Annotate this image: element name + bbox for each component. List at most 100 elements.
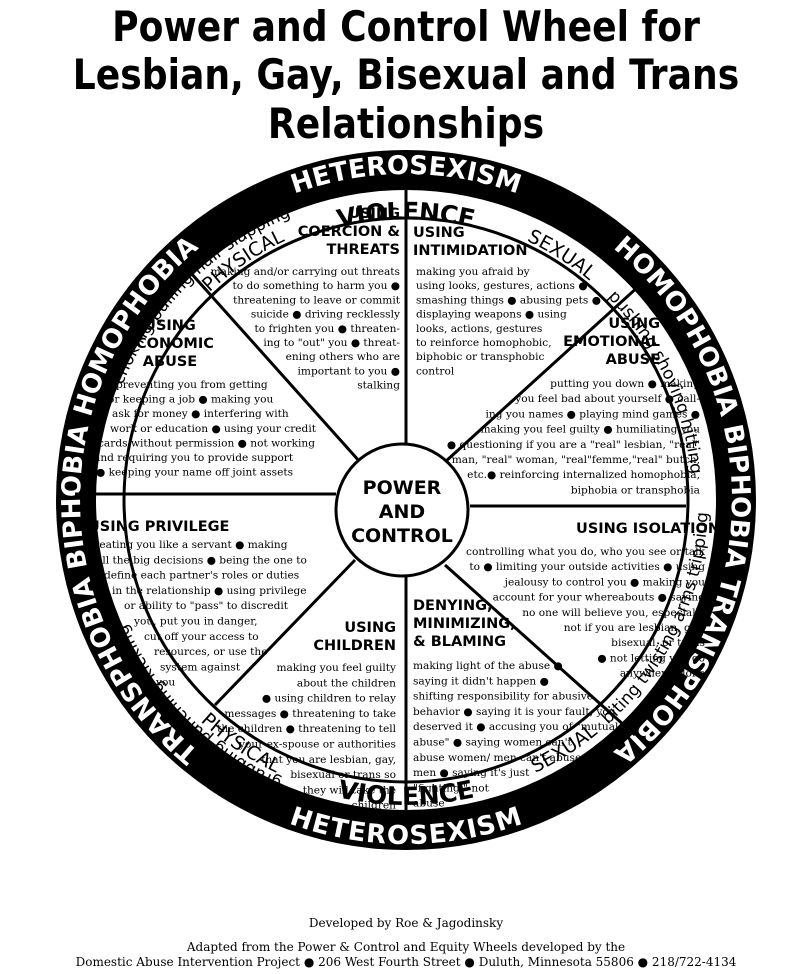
section-denying-body: "fighting," not [413, 782, 490, 794]
section-economic-body: and requiring you to provide support [94, 452, 294, 464]
page-title-line-2: Lesbian, Gay, Bisexual and Trans Relatio… [72, 50, 740, 148]
section-isolation-body: not if you are lesbian, gay, [564, 622, 705, 634]
section-intimidation-body: looks, actions, gestures [416, 323, 542, 335]
section-coercion-heading: USING [348, 206, 400, 222]
section-economic-body: preventing you from getting [116, 379, 268, 391]
section-intimidation-body: to reinforce homophobic, [416, 337, 552, 349]
section-coercion-body: making and/or carrying out threats [211, 266, 400, 278]
section-coercion-body: to frighten you ● threaten- [254, 323, 400, 335]
section-children-body: ● using children to relay [262, 693, 396, 705]
section-privilege-body: you, put you in danger, [133, 616, 258, 628]
section-emotional-heading: ABUSE [606, 352, 660, 368]
section-economic-heading: USING [144, 318, 196, 334]
hub-circle [334, 442, 470, 578]
section-economic-body: ● keeping your name off joint assets [96, 467, 293, 479]
section-coercion-body: stalking [357, 380, 400, 392]
section-children-body: messages ● threatening to take [224, 708, 396, 720]
section-coercion-body: suicide ● driving recklessly [251, 309, 400, 321]
section-emotional-body: making you feel guilty ● humiliating you [481, 424, 701, 436]
section-intimidation-body: biphobic or transphobic [416, 351, 544, 363]
section-privilege-body: treating you like a servant ● making [90, 539, 288, 551]
section-denying-body: behavior ● saying it is your fault, you [413, 706, 616, 718]
credit-address: Domestic Abuse Intervention Project ● 20… [75, 955, 737, 969]
section-coercion-body: ing to "out" you ● threat- [263, 337, 400, 349]
section-isolation-heading: USING ISOLATION [576, 521, 720, 537]
hub-line-control: CONTROL [351, 525, 453, 547]
section-isolation-body: to ● limiting your outside activities ● … [469, 561, 705, 573]
section-children-body: children [352, 800, 397, 812]
section-denying-body: saying it didn't happen ● [413, 675, 549, 687]
section-privilege-body: you [155, 677, 175, 689]
section-emotional-body: biphobia or transphobia [571, 484, 701, 496]
section-emotional-body: ing you names ● playing mind games ● [486, 408, 700, 420]
section-children-body: they will take the [303, 784, 396, 796]
section-emotional-body: ● questioning if you are a "real" lesbia… [447, 439, 700, 451]
section-emotional-body: you feel bad about yourself ● call- [514, 393, 700, 405]
section-denying-body: abuse [413, 798, 445, 810]
wheel-sections: USING COERCION & THREATS making and/or carr… [88, 206, 720, 812]
section-isolation-body: ● not letting you go [597, 652, 705, 664]
section-emotional-heading: EMOTIONAL [563, 334, 660, 350]
section-intimidation-body: control [416, 365, 455, 377]
section-intimidation-body: making you afraid by [416, 266, 530, 278]
wheel-spokes [75, 186, 686, 815]
hub-line-power: POWER [363, 477, 442, 499]
section-economic-heading: ABUSE [143, 354, 197, 370]
section-privilege-body: system against [160, 661, 241, 673]
spoke-line [443, 563, 637, 737]
section-privilege-body: or ability to "pass" to discredit [124, 600, 289, 612]
section-privilege-body: define each partner's roles or duties [104, 570, 299, 582]
section-denying-heading: & BLAMING [413, 634, 506, 650]
section-privilege-body: in the relationship ● using privilege [112, 585, 307, 597]
section-economic-body: cards without permission ● not working [98, 437, 315, 449]
section-children-body: bisexual or trans so [290, 769, 396, 781]
section-intimidation-heading: USING [413, 225, 465, 241]
section-privilege-body: resources, or use the [154, 646, 267, 658]
section-isolation-body: no one will believe you, especially [522, 607, 705, 619]
section-denying-body: men ● saying it's just [413, 767, 530, 779]
section-isolation-body: anywhere alone [620, 668, 705, 680]
section-intimidation-body: displaying weapons ● using [416, 309, 567, 321]
section-denying-body: abuse" ● saying women can't [413, 737, 573, 749]
section-economic-body: ask for money ● interfering with [112, 408, 289, 420]
section-isolation-body: bisexual, or trans [611, 637, 705, 649]
spoke-line [188, 270, 362, 464]
section-intimidation-body: using looks, gestures, actions ● [416, 280, 588, 292]
section-economic-body: work or education ● using your credit [110, 423, 317, 435]
section-denying-body: abuse women/ men can't abuse [413, 752, 581, 764]
section-coercion-body: threatening to leave or commit [233, 294, 401, 306]
section-children-body: your ex-spouse or authorities [238, 739, 396, 751]
section-children-body: making you feel guilty [276, 662, 396, 674]
section-denying-body: shifting responsibility for abusive [413, 691, 593, 703]
section-children-heading: USING [344, 620, 396, 636]
section-coercion-heading: COERCION & [298, 224, 401, 240]
section-economic-heading: ECONOMIC [126, 336, 214, 352]
page-title-line-1: Power and Control Wheel for [112, 2, 700, 51]
section-economic-body: or keeping a job ● making you [108, 394, 274, 406]
section-children-heading: CHILDREN [313, 638, 396, 654]
section-emotional-body: etc.● reinforcing internalized homophobi… [467, 469, 700, 481]
section-privilege-body: cut off your access to [144, 631, 259, 643]
spoke-line [443, 283, 642, 464]
section-intimidation-heading: INTIMIDATION [413, 243, 528, 259]
section-coercion-heading: THREATS [326, 242, 400, 258]
section-denying-body: deserved it ● accusing you of "mutual [413, 721, 619, 733]
section-emotional-heading: USING [608, 316, 660, 332]
section-denying-body: making light of the abuse ● [413, 660, 563, 672]
section-isolation-body: controlling what you do, who you see or … [466, 546, 706, 558]
section-isolation-body: jealousy to control you ● making you [503, 576, 706, 588]
section-emotional-body: putting you down ● making [550, 378, 700, 390]
section-privilege-body: all the big decisions ● being the one to [96, 554, 307, 566]
section-denying-heading: DENYING, [413, 598, 493, 614]
section-emotional-body: man, "real" woman, "real"femme,"real" bu… [452, 454, 700, 466]
section-children-body: that you are lesbian, gay, [261, 754, 396, 766]
credit-developed: Developed by Roe & Jagodinsky [308, 916, 504, 930]
section-intimidation-body: smashing things ● abusing pets ● [416, 294, 601, 306]
section-coercion-body: to do something to harm you ● [232, 280, 400, 292]
section-children-body: about the children [297, 677, 396, 689]
section-coercion-body: ening others who are [286, 351, 400, 363]
section-isolation-body: account for your whereabouts ● saying [493, 592, 706, 604]
spoke-line [213, 558, 357, 707]
section-children-body: the children ● threatening to tell [217, 723, 397, 735]
